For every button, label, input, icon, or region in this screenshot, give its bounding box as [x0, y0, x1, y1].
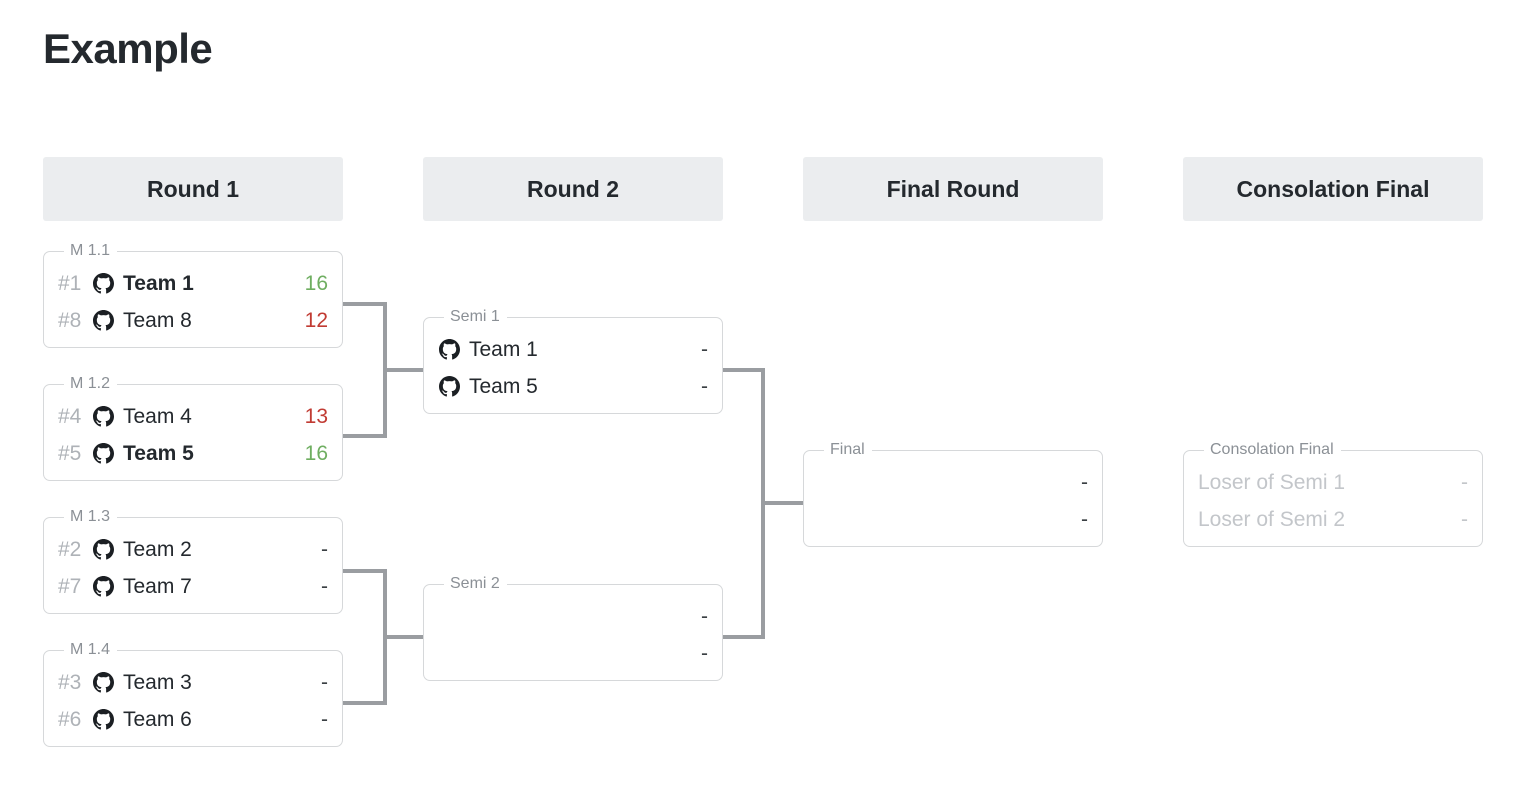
team-score: - — [701, 604, 708, 628]
team-score: 12 — [304, 308, 328, 332]
match-row[interactable]: Loser of Semi 2 - — [1198, 501, 1468, 538]
github-icon — [438, 339, 460, 361]
seed-label: #3 — [58, 670, 82, 694]
team-name: Team 5 — [469, 374, 538, 398]
page-title: Example — [43, 25, 213, 72]
match-row[interactable]: - — [438, 598, 708, 635]
seed-label: #2 — [58, 537, 82, 561]
seed-label: #5 — [58, 441, 82, 465]
match-legend: Consolation Final — [1210, 441, 1334, 458]
match-row[interactable]: Team 1 - — [438, 331, 708, 368]
seed-label: #8 — [58, 308, 82, 332]
github-icon — [92, 672, 114, 694]
github-icon — [92, 443, 114, 465]
team-name: Team 5 — [123, 441, 194, 465]
match-row[interactable]: - — [438, 635, 708, 672]
team-score: - — [1081, 470, 1088, 494]
match-row[interactable]: #8 Team 8 12 — [58, 302, 328, 339]
team-score: - — [321, 574, 328, 598]
team-score: - — [1461, 470, 1468, 494]
seed-label: #6 — [58, 707, 82, 731]
round-header-final-round: Final Round — [803, 157, 1103, 221]
team-score: - — [1081, 507, 1088, 531]
match-m-1-4[interactable]: M 1.4 #3 Team 3 - #6 Team 6 - — [43, 642, 343, 747]
match-semi-2[interactable]: Semi 2 - - — [423, 576, 723, 681]
round-header-round-1: Round 1 — [43, 157, 343, 221]
match-row[interactable]: #1 Team 1 16 — [58, 265, 328, 302]
match-m-1-3[interactable]: M 1.3 #2 Team 2 - #7 Team 7 - — [43, 509, 343, 614]
team-score: - — [701, 337, 708, 361]
match-legend: Final — [830, 441, 865, 458]
team-name: Team 2 — [123, 537, 192, 561]
team-name: Team 1 — [123, 271, 194, 295]
github-icon — [92, 709, 114, 731]
match-row[interactable]: - — [818, 501, 1088, 538]
team-name: Team 6 — [123, 707, 192, 731]
match-legend: Semi 2 — [450, 575, 500, 592]
team-score: - — [321, 707, 328, 731]
match-row[interactable]: #4 Team 4 13 — [58, 398, 328, 435]
match-row[interactable]: Team 5 - — [438, 368, 708, 405]
github-icon — [438, 376, 460, 398]
github-icon — [92, 406, 114, 428]
github-icon — [92, 310, 114, 332]
team-score: - — [321, 537, 328, 561]
team-score: - — [701, 374, 708, 398]
team-score: 13 — [304, 404, 328, 428]
team-score: 16 — [304, 441, 328, 465]
match-row[interactable]: Loser of Semi 1 - — [1198, 464, 1468, 501]
seed-label: #7 — [58, 574, 82, 598]
match-m-1-1[interactable]: M 1.1 #1 Team 1 16 #8 Team 8 12 — [43, 243, 343, 348]
team-name: Team 8 — [123, 308, 192, 332]
match-legend: M 1.3 — [70, 508, 111, 525]
match-m-1-2[interactable]: M 1.2 #4 Team 4 13 #5 Team 5 16 — [43, 376, 343, 481]
match-row[interactable]: #6 Team 6 - — [58, 701, 328, 738]
seed-label: #1 — [58, 271, 82, 295]
github-icon — [92, 576, 114, 598]
match-legend: Semi 1 — [450, 308, 500, 325]
match-legend: M 1.1 — [70, 242, 111, 259]
match-row[interactable]: - — [818, 464, 1088, 501]
github-icon — [92, 273, 114, 295]
match-consolation-final[interactable]: Consolation Final Loser of Semi 1 - Lose… — [1183, 442, 1483, 547]
match-row[interactable]: #7 Team 7 - — [58, 568, 328, 605]
match-legend: M 1.4 — [70, 641, 111, 658]
team-name: Loser of Semi 1 — [1198, 470, 1346, 494]
match-row[interactable]: #5 Team 5 16 — [58, 435, 328, 472]
team-name: Team 3 — [123, 670, 192, 694]
team-name: Loser of Semi 2 — [1198, 507, 1346, 531]
match-legend: M 1.2 — [70, 375, 111, 392]
seed-label: #4 — [58, 404, 82, 428]
match-row[interactable]: #2 Team 2 - — [58, 531, 328, 568]
team-name: Team 7 — [123, 574, 192, 598]
github-icon — [92, 539, 114, 561]
team-score: - — [1461, 507, 1468, 531]
team-score: 16 — [304, 271, 328, 295]
team-score: - — [321, 670, 328, 694]
match-semi-1[interactable]: Semi 1 Team 1 - Team 5 - — [423, 309, 723, 414]
match-final[interactable]: Final - - — [803, 442, 1103, 547]
round-header-round-2: Round 2 — [423, 157, 723, 221]
match-row[interactable]: #3 Team 3 - — [58, 664, 328, 701]
team-name: Team 4 — [123, 404, 192, 428]
team-name: Team 1 — [469, 337, 538, 361]
team-score: - — [701, 641, 708, 665]
round-header-consolation-final: Consolation Final — [1183, 157, 1483, 221]
